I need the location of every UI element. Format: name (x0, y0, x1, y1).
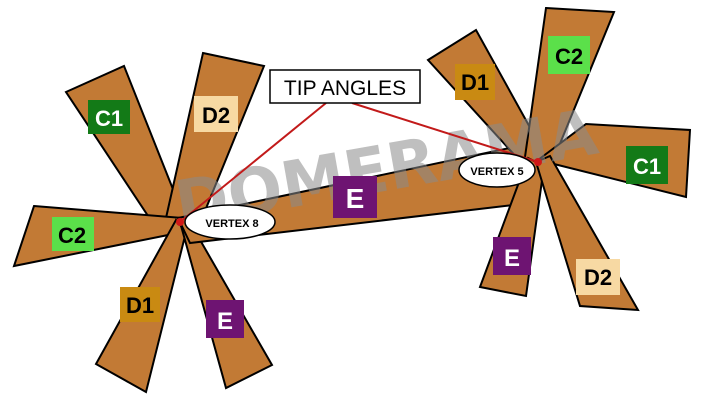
tag-left-d2-text: D2 (202, 103, 230, 128)
tag-left-c1: C1 (88, 100, 130, 134)
tag-left-c2-text: C2 (58, 223, 86, 248)
tag-left-d2: D2 (194, 96, 238, 132)
vertex-8-label: VERTEX 8 (205, 218, 258, 230)
tag-left-e: E (206, 300, 244, 338)
tag-right-d2-text: D2 (584, 265, 612, 290)
tag-right-d2: D2 (576, 259, 620, 295)
pointer-to-vertex-8 (179, 102, 327, 223)
strut-label-tags: C1 D2 C2 D1 E E D1 C2 (52, 36, 668, 338)
vertex-8-marker: VERTEX 8 (176, 204, 276, 240)
tag-right-c1-text: C1 (633, 154, 661, 179)
tag-right-d1: D1 (455, 64, 495, 100)
tag-center-e-text: E (346, 183, 365, 214)
tag-right-d1-text: D1 (461, 70, 489, 95)
vertex-5-marker: VERTEX 5 (458, 152, 542, 188)
tip-angles-callout: TIP ANGLES (269, 69, 421, 104)
tag-left-c2: C2 (52, 217, 94, 251)
tag-center-e: E (333, 176, 377, 218)
tag-right-e: E (493, 237, 531, 275)
tip-angle-pointers (179, 102, 539, 223)
pointer-to-vertex-5 (351, 102, 539, 163)
vertex-5-label: VERTEX 5 (470, 166, 523, 178)
tag-right-c2: C2 (548, 36, 590, 74)
tag-right-c2-text: C2 (555, 44, 583, 69)
tag-left-c1-text: C1 (95, 106, 123, 131)
tip-angles-label: TIP ANGLES (284, 77, 406, 100)
tag-right-c1: C1 (626, 146, 668, 184)
vertex-5-point (534, 158, 542, 166)
tag-left-d1: D1 (120, 287, 160, 322)
tag-right-e-text: E (504, 245, 520, 272)
tag-left-e-text: E (217, 308, 233, 335)
tag-left-d1-text: D1 (126, 293, 154, 318)
vertex-8-point (176, 218, 184, 226)
